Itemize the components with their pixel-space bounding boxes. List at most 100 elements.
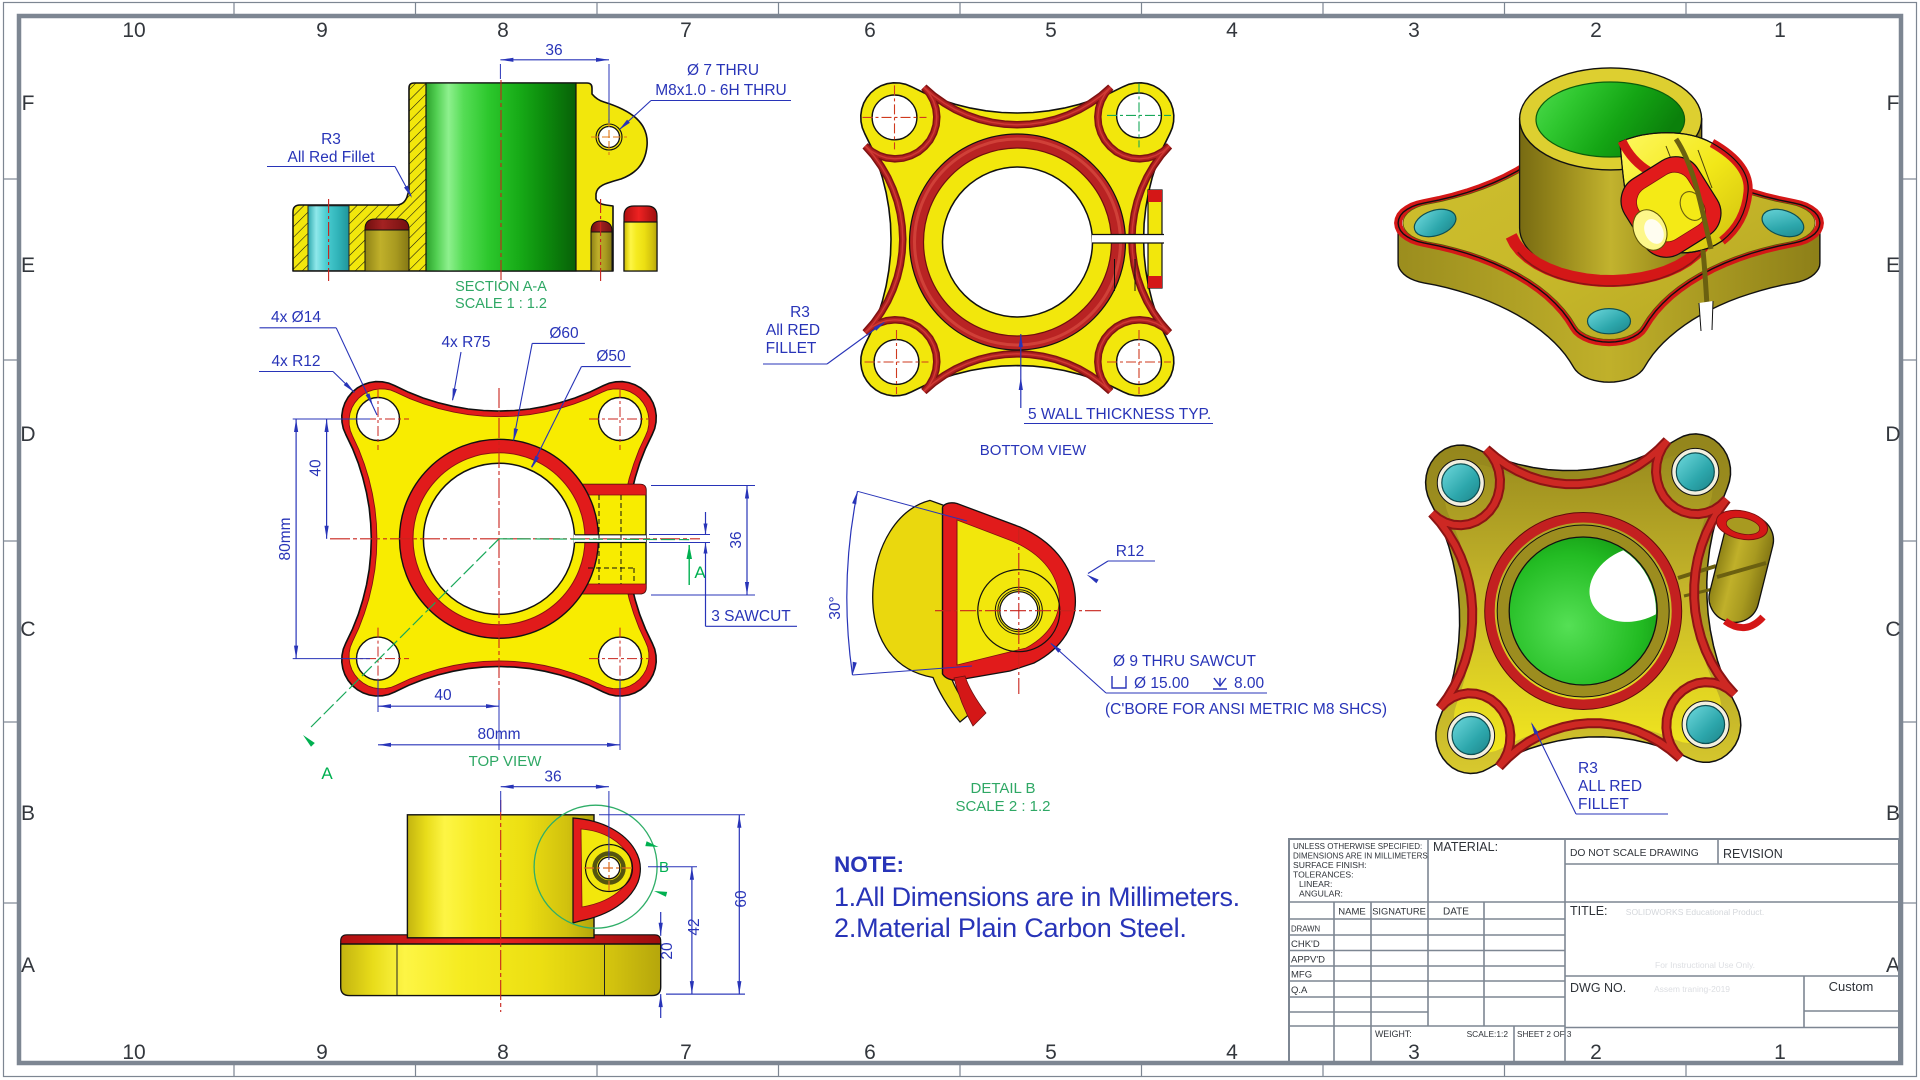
svg-text:5 WALL THICKNESS TYP.: 5 WALL THICKNESS TYP. [1028, 406, 1211, 423]
svg-text:TITLE:: TITLE: [1570, 904, 1608, 918]
svg-text:10: 10 [122, 19, 145, 42]
svg-text:6: 6 [864, 19, 876, 42]
svg-text:3 SAWCUT: 3 SAWCUT [711, 608, 791, 625]
svg-text:MFG: MFG [1291, 970, 1312, 981]
svg-text:40: 40 [308, 459, 325, 477]
svg-text:80mm: 80mm [277, 517, 294, 560]
svg-text:7: 7 [680, 1041, 692, 1064]
svg-text:BOTTOM VIEW: BOTTOM VIEW [980, 442, 1087, 459]
svg-text:For Instructional Use Only.: For Instructional Use Only. [1655, 960, 1755, 970]
svg-text:8.00: 8.00 [1234, 675, 1265, 692]
svg-text:SOLIDWORKS Educational Product: SOLIDWORKS Educational Product. [1626, 907, 1764, 917]
svg-text:NAME: NAME [1338, 907, 1365, 918]
svg-text:TOLERANCES:: TOLERANCES: [1293, 870, 1354, 880]
svg-text:60: 60 [733, 890, 750, 908]
svg-text:F: F [22, 92, 35, 115]
svg-text:Ø50: Ø50 [596, 348, 626, 365]
svg-text:4: 4 [1226, 19, 1238, 42]
svg-text:SCALE 2 : 1.2: SCALE 2 : 1.2 [955, 798, 1050, 815]
svg-text:A: A [321, 764, 333, 783]
svg-text:SURFACE FINISH:: SURFACE FINISH: [1293, 860, 1367, 870]
svg-text:SCALE 1 : 1.2: SCALE 1 : 1.2 [455, 296, 547, 312]
svg-text:WEIGHT:: WEIGHT: [1375, 1029, 1412, 1039]
svg-text:R3: R3 [790, 304, 810, 321]
svg-text:2: 2 [1590, 1041, 1602, 1064]
svg-text:3: 3 [1408, 19, 1420, 42]
svg-text:6: 6 [864, 1041, 876, 1064]
svg-text:LINEAR:: LINEAR: [1299, 879, 1332, 889]
svg-text:40: 40 [434, 687, 452, 704]
svg-text:2: 2 [1590, 19, 1602, 42]
svg-text:8: 8 [497, 19, 509, 42]
svg-text:30°: 30° [827, 596, 844, 619]
svg-text:E: E [1886, 254, 1900, 277]
svg-text:A: A [694, 563, 706, 582]
svg-text:B: B [1886, 802, 1900, 825]
svg-text:(C'BORE FOR ANSI METRIC M8 SHC: (C'BORE FOR ANSI METRIC M8 SHCS) [1105, 701, 1387, 718]
svg-text:All Red Fillet: All Red Fillet [288, 149, 376, 166]
svg-text:R3: R3 [1578, 760, 1598, 777]
svg-text:R12: R12 [1116, 543, 1144, 560]
svg-text:UNLESS OTHERWISE SPECIFIED:: UNLESS OTHERWISE SPECIFIED: [1293, 842, 1422, 851]
svg-text:8: 8 [497, 1041, 509, 1064]
svg-text:FILLET: FILLET [766, 340, 817, 357]
svg-text:E: E [21, 254, 35, 277]
svg-text:APPV'D: APPV'D [1291, 955, 1325, 966]
svg-text:42: 42 [686, 918, 703, 935]
svg-text:REVISION: REVISION [1723, 847, 1783, 861]
svg-text:Ø 7 THRU: Ø 7 THRU [687, 62, 759, 79]
svg-text:36: 36 [728, 531, 745, 548]
svg-text:Q.A: Q.A [1291, 985, 1308, 996]
svg-text:C: C [20, 618, 35, 641]
svg-text:20: 20 [659, 942, 676, 960]
svg-text:2.Material Plain Carbon Steel.: 2.Material Plain Carbon Steel. [834, 913, 1187, 943]
svg-text:M8x1.0 - 6H THRU: M8x1.0 - 6H THRU [655, 82, 787, 99]
svg-text:4x Ø14: 4x Ø14 [271, 309, 321, 326]
svg-text:D: D [1885, 423, 1900, 446]
svg-text:4: 4 [1226, 1041, 1238, 1064]
svg-text:A: A [1886, 954, 1900, 977]
svg-text:D: D [20, 423, 35, 446]
svg-text:SHEET 2 OF 3: SHEET 2 OF 3 [1517, 1030, 1572, 1039]
svg-text:DETAIL B: DETAIL B [970, 780, 1035, 797]
svg-text:DRAWN: DRAWN [1291, 925, 1320, 934]
svg-text:Ø60: Ø60 [549, 325, 579, 342]
svg-text:1.All Dimensions are in Millim: 1.All Dimensions are in Millimeters. [834, 882, 1240, 912]
svg-text:SCALE:1:2: SCALE:1:2 [1467, 1029, 1509, 1039]
svg-text:Custom: Custom [1829, 979, 1874, 994]
svg-text:80mm: 80mm [477, 726, 520, 743]
svg-text:C: C [1885, 618, 1900, 641]
svg-text:DO NOT SCALE DRAWING: DO NOT SCALE DRAWING [1570, 848, 1699, 859]
svg-text:DIMENSIONS ARE IN MILLIMETERS: DIMENSIONS ARE IN MILLIMETERS [1293, 852, 1428, 861]
svg-text:1: 1 [1774, 19, 1786, 42]
svg-text:SECTION A-A: SECTION A-A [455, 279, 547, 295]
svg-text:9: 9 [316, 1041, 328, 1064]
svg-text:All RED: All RED [766, 322, 820, 339]
svg-text:Ø 15.00: Ø 15.00 [1134, 675, 1190, 692]
svg-text:SIGNATURE: SIGNATURE [1372, 907, 1426, 917]
svg-text:DATE: DATE [1443, 907, 1469, 918]
svg-text:36: 36 [544, 769, 561, 786]
svg-text:NOTE:: NOTE: [834, 852, 904, 877]
svg-text:CHK'D: CHK'D [1291, 939, 1320, 950]
svg-text:3: 3 [1408, 1041, 1420, 1064]
svg-text:4x R12: 4x R12 [271, 353, 320, 370]
svg-text:ANGULAR:: ANGULAR: [1299, 889, 1343, 899]
svg-text:5: 5 [1045, 1041, 1057, 1064]
svg-text:ALL RED: ALL RED [1578, 778, 1642, 795]
svg-text:A: A [21, 954, 35, 977]
svg-text:TOP VIEW: TOP VIEW [469, 753, 543, 770]
svg-text:1: 1 [1774, 1041, 1786, 1064]
svg-text:F: F [1887, 92, 1900, 115]
svg-text:9: 9 [316, 19, 328, 42]
svg-text:36: 36 [545, 42, 562, 59]
svg-text:R3: R3 [321, 131, 341, 148]
svg-text:Ø 9 THRU SAWCUT: Ø 9 THRU SAWCUT [1113, 653, 1256, 670]
svg-text:B: B [659, 859, 669, 876]
svg-text:4x R75: 4x R75 [441, 334, 490, 351]
svg-text:B: B [21, 802, 35, 825]
svg-text:Assem traning-2019: Assem traning-2019 [1654, 984, 1730, 994]
svg-text:7: 7 [680, 19, 692, 42]
svg-text:5: 5 [1045, 19, 1057, 42]
svg-text:FILLET: FILLET [1578, 796, 1629, 813]
